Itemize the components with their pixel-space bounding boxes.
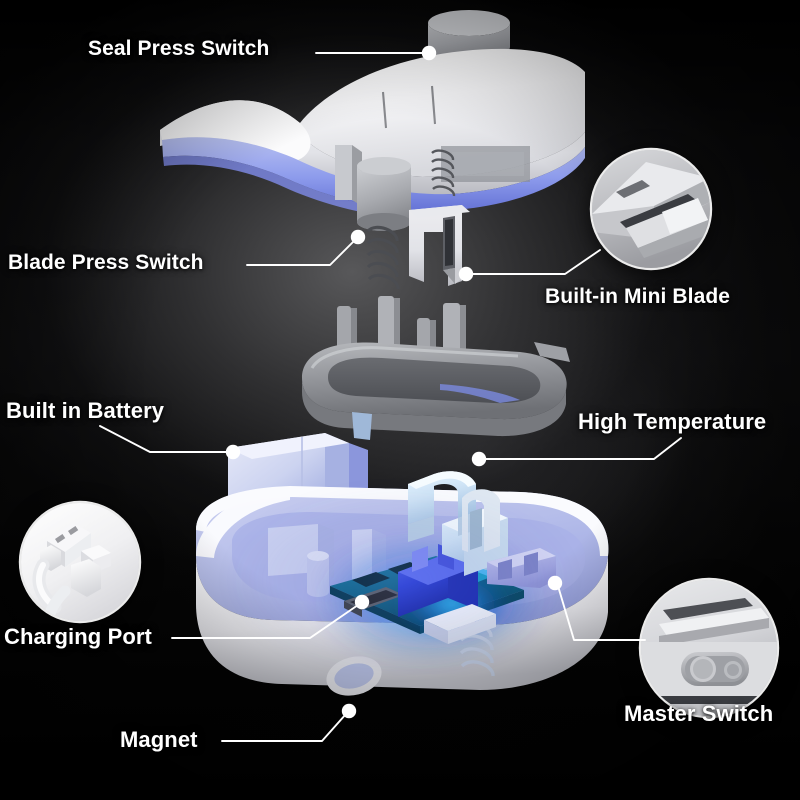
master-switch-inset — [641, 580, 777, 716]
callout-label-charging-port: Charging Port — [4, 624, 152, 649]
charging-port-inset — [21, 503, 139, 621]
micro-usb-plug — [71, 545, 111, 597]
callout-label-built-in-mini-blade: Built-in Mini Blade — [545, 285, 731, 308]
callout-label-master-switch: Master Switch — [624, 701, 774, 726]
mini-blade-inset — [592, 150, 710, 268]
leader-dot-magnet — [341, 703, 357, 719]
leader-dot-seal-press-switch — [421, 45, 437, 61]
callout-label-blade-press-switch: Blade Press Switch — [8, 251, 204, 274]
callout-label-magnet: Magnet — [120, 727, 198, 752]
leader-line-high-temperature — [483, 437, 682, 460]
leader-line-master-switch — [557, 585, 646, 641]
leader-line-magnet — [221, 713, 347, 742]
leader-dot-built-in-mini-blade — [458, 266, 474, 282]
callout-label-high-temperature: High Temperature — [578, 409, 767, 434]
leader-dot-blade-press-switch — [350, 229, 366, 245]
leader-line-built-in-battery — [99, 425, 229, 453]
leader-line-built-in-mini-blade — [469, 249, 601, 275]
leader-dot-high-temperature — [471, 451, 487, 467]
callout-label-seal-press-switch: Seal Press Switch — [88, 37, 270, 60]
leader-dot-built-in-battery — [225, 444, 241, 460]
leader-line-blade-press-switch — [246, 239, 356, 266]
callout-label-built-in-battery: Built in Battery — [6, 398, 165, 423]
leader-dot-charging-port — [354, 594, 370, 610]
leader-dot-master-switch — [547, 575, 563, 591]
leader-line-charging-port — [171, 604, 359, 639]
